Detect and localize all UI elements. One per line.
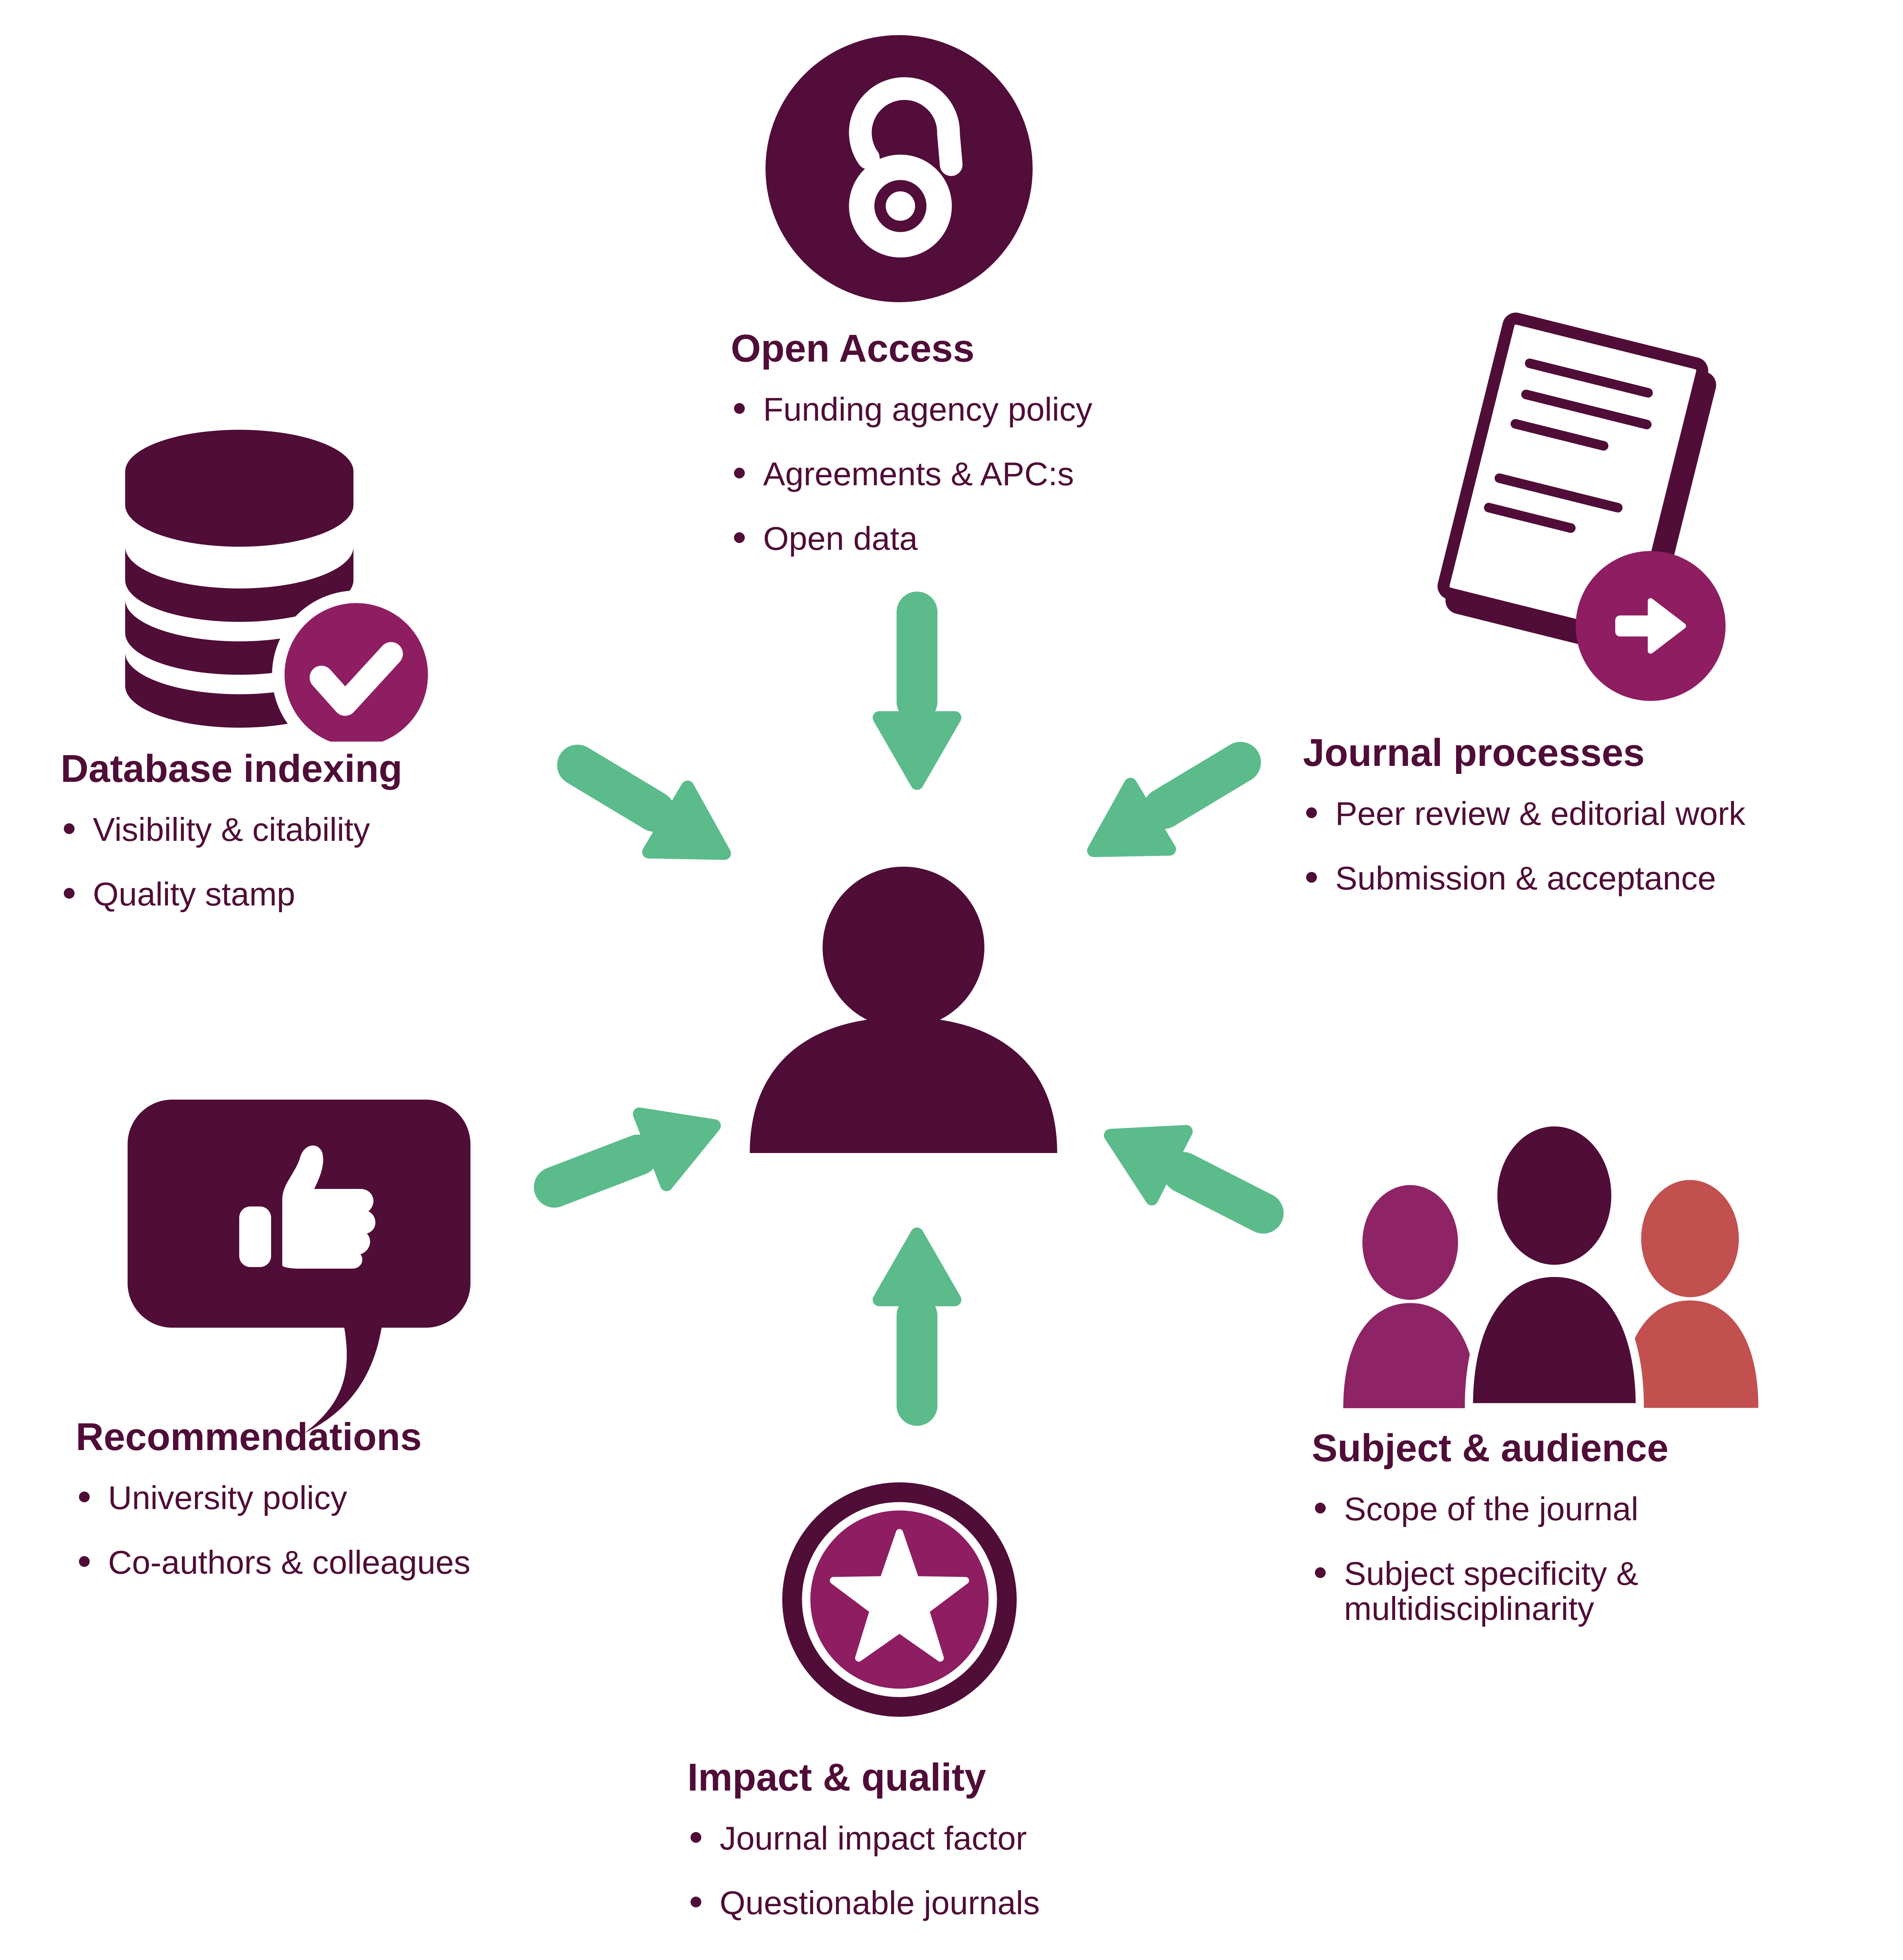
person-silhouette-icon bbox=[750, 866, 1057, 1153]
right-arrow-icon bbox=[1615, 598, 1686, 654]
bullet-dot bbox=[734, 467, 745, 478]
bullet-item: Journal impact factor bbox=[687, 1819, 1309, 1857]
arrow-down-right-icon bbox=[557, 744, 731, 860]
bullet-item: University policy bbox=[76, 1480, 698, 1515]
bullet-text: Quality stamp bbox=[93, 875, 295, 913]
node-subject-audience: Subject & audience Scope of the journal … bbox=[1312, 1427, 1842, 1656]
bullet-dot bbox=[64, 888, 75, 899]
bullet-item: Visibility & citability bbox=[61, 812, 639, 847]
arrow-up-icon bbox=[872, 1227, 962, 1426]
bullet-text: Peer review & editorial work bbox=[1335, 795, 1746, 832]
thumbs-up-bubble-icon bbox=[128, 1100, 470, 1433]
node-open-access: Open Access Funding agency policy Agreem… bbox=[731, 327, 1289, 586]
bullet-dot bbox=[79, 1491, 90, 1502]
database-check-icon bbox=[125, 429, 441, 742]
bullet-dot bbox=[1306, 872, 1317, 883]
node-title: Subject & audience bbox=[1312, 1426, 1669, 1470]
bullet-item: Open data bbox=[731, 521, 1289, 556]
arrow-down-icon bbox=[872, 591, 962, 790]
bullet-dot bbox=[734, 403, 745, 414]
bullet-text: Funding agency policy bbox=[763, 390, 1092, 428]
bullet-item: Co-authors & colleagues bbox=[76, 1545, 698, 1580]
bullet-text: Open data bbox=[763, 520, 918, 557]
bullet-dot bbox=[734, 532, 745, 543]
people-group-icon bbox=[1343, 1122, 1759, 1411]
node-title: Impact & quality bbox=[687, 1755, 986, 1799]
bullet-text: Submission & acceptance bbox=[1335, 859, 1716, 897]
bullet-dot bbox=[1315, 1567, 1326, 1578]
bullet-item: Peer review & editorial work bbox=[1303, 796, 1903, 831]
bullet-text: Subject specificity & multidisciplinarit… bbox=[1344, 1555, 1639, 1627]
bullet-item: Questionable journals bbox=[687, 1885, 1309, 1921]
bullet-dot bbox=[64, 823, 75, 834]
bullet-text: University policy bbox=[108, 1479, 347, 1516]
bullet-list: University policy Co-authors & colleague… bbox=[76, 1480, 698, 1580]
node-impact-quality: Impact & quality Journal impact factor Q… bbox=[687, 1755, 1309, 1950]
bullet-text: Agreements & APC:s bbox=[763, 455, 1074, 492]
bullet-dot bbox=[1315, 1502, 1326, 1513]
node-recommendations: Recommendations University policy Co-aut… bbox=[76, 1416, 698, 1610]
bullet-list: Scope of the journal Subject specificity… bbox=[1312, 1490, 1842, 1626]
node-title: Journal processes bbox=[1303, 731, 1645, 774]
bullet-dot bbox=[1306, 807, 1317, 818]
open-access-padlock-icon bbox=[766, 35, 1033, 302]
bullet-item: Funding agency policy bbox=[731, 392, 1289, 427]
node-title: Open Access bbox=[731, 327, 975, 370]
bullet-item: Quality stamp bbox=[61, 875, 639, 913]
bullet-list: Funding agency policy Agreements & APC:s… bbox=[731, 392, 1289, 556]
bullet-list: Journal impact factor Questionable journ… bbox=[687, 1819, 1309, 1921]
arrow-down-left-icon bbox=[1087, 742, 1261, 857]
node-title: Recommendations bbox=[76, 1415, 422, 1458]
bullet-dot bbox=[79, 1556, 90, 1567]
bullet-item: Submission & acceptance bbox=[1303, 859, 1903, 897]
arrow-up-right-icon bbox=[534, 1107, 721, 1208]
bullet-text: Visibility & citability bbox=[93, 811, 370, 848]
bullet-text: Questionable journals bbox=[720, 1884, 1040, 1921]
star-badge-icon bbox=[782, 1482, 1017, 1717]
forward-arrow-badge bbox=[1576, 551, 1726, 701]
node-journal-processes: Journal processes Peer review & editoria… bbox=[1303, 732, 1903, 925]
node-database-indexing: Database indexing Visibility & citabilit… bbox=[61, 748, 639, 941]
bullet-item: Agreements & APC:s bbox=[731, 455, 1289, 492]
bullet-list: Peer review & editorial work Submission … bbox=[1303, 796, 1903, 896]
bullet-item: Subject specificity & multidisciplinarit… bbox=[1312, 1556, 1842, 1626]
bullet-text: Co-authors & colleagues bbox=[108, 1543, 470, 1581]
node-title: Database indexing bbox=[61, 747, 403, 790]
bullet-list: Visibility & citability Quality stamp bbox=[61, 812, 639, 912]
bullet-text: Scope of the journal bbox=[1344, 1490, 1639, 1527]
bullet-text: Journal impact factor bbox=[720, 1819, 1027, 1857]
bullet-dot bbox=[691, 1832, 701, 1843]
bullet-dot bbox=[691, 1896, 701, 1907]
bullet-item: Scope of the journal bbox=[1312, 1490, 1842, 1527]
arrow-up-left-icon bbox=[1104, 1125, 1284, 1234]
